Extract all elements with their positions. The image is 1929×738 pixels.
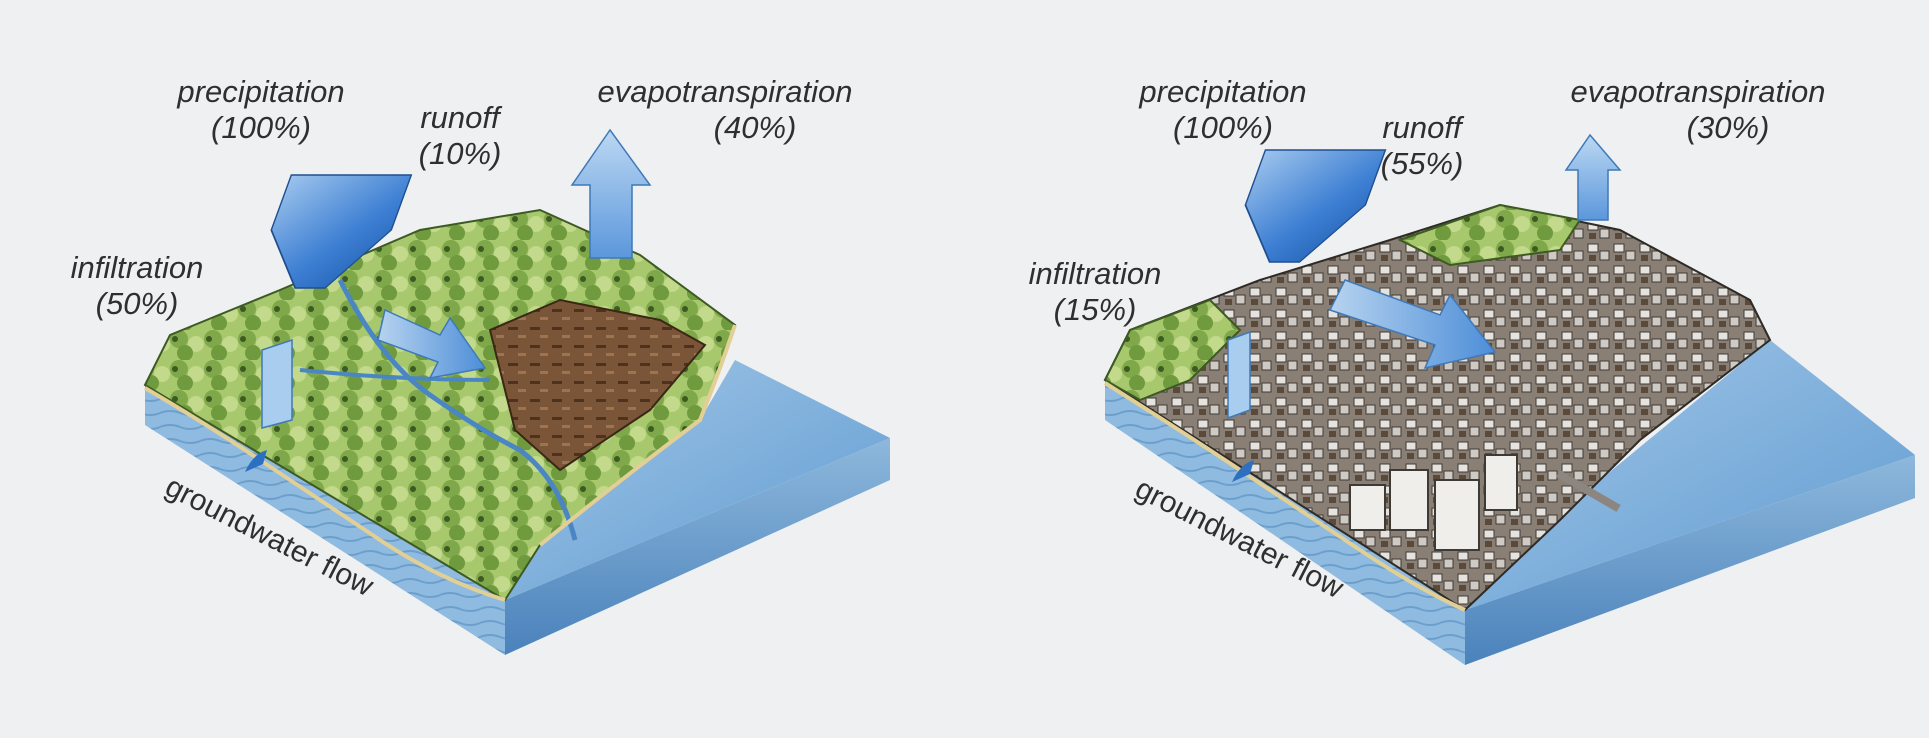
evapotranspiration-label-right: evapotranspiration (30%) [1528, 74, 1868, 146]
forest-block-right-face [505, 438, 890, 655]
infiltration-name-left: infiltration [70, 250, 204, 285]
evapotranspiration-value-right: (30%) [1686, 110, 1770, 145]
forest-sea-surface [465, 360, 890, 600]
urban-block-front-face [1105, 380, 1465, 665]
urban-sea-surface [1430, 340, 1915, 610]
urban-shoreline [1103, 381, 1466, 612]
runoff-arrow-left [377, 308, 487, 380]
evapotranspiration-name-left: evapotranspiration [597, 74, 853, 109]
urban-land-surface [1103, 203, 1772, 612]
evapotranspiration-value-left: (40%) [713, 110, 797, 145]
infiltration-arrow-right [1227, 330, 1251, 420]
forest-stream-branch [299, 368, 491, 382]
runoff-value-left: (10%) [418, 136, 502, 171]
groundwater-arrow-left [245, 450, 267, 472]
infiltration-value-right: (15%) [1053, 292, 1137, 327]
forest-coastline [538, 324, 737, 547]
runoff-value-right: (55%) [1380, 146, 1464, 181]
precipitation-name-left: precipitation [177, 74, 345, 109]
evapotranspiration-name-right: evapotranspiration [1570, 74, 1826, 109]
evapotranspiration-arrow-left [570, 128, 652, 259]
groundwater-arrow-right [1232, 460, 1254, 482]
forest-block [143, 208, 890, 655]
infiltration-label-right: infiltration (15%) [1010, 256, 1180, 328]
urban-towers [1349, 454, 1518, 551]
forest-shoreline [143, 386, 506, 602]
precipitation-arrow-right [1244, 149, 1387, 263]
runoff-name-right: runoff [1382, 110, 1462, 145]
infiltration-value-left: (50%) [95, 286, 179, 321]
infiltration-name-right: infiltration [1028, 256, 1162, 291]
runoff-label-left: runoff (10%) [400, 100, 520, 172]
forest-stream [337, 278, 578, 541]
precipitation-value-right: (100%) [1173, 110, 1273, 145]
urban-remnant-vegetation [1103, 298, 1242, 402]
urban-pier [1556, 469, 1621, 512]
precipitation-name-right: precipitation [1139, 74, 1307, 109]
runoff-arrow-right [1328, 279, 1497, 370]
infiltration-arrow-left [261, 338, 293, 429]
urban-block [1103, 203, 1915, 665]
precipitation-label-left: precipitation (100%) [146, 74, 376, 146]
evapotranspiration-label-left: evapotranspiration (40%) [555, 74, 895, 146]
precipitation-label-right: precipitation (100%) [1108, 74, 1338, 146]
runoff-label-right: runoff (55%) [1362, 110, 1482, 182]
urban-block-right-face [1465, 455, 1915, 665]
urban-hill-vegetation [1397, 203, 1582, 267]
forest-cleared-soil [488, 298, 707, 472]
precipitation-value-left: (100%) [211, 110, 311, 145]
evapotranspiration-arrow-right [1564, 133, 1622, 221]
runoff-name-left: runoff [420, 100, 500, 135]
infiltration-label-left: infiltration (50%) [52, 250, 222, 322]
forest-block-front-face [145, 385, 505, 655]
precipitation-arrow-left [270, 174, 413, 289]
